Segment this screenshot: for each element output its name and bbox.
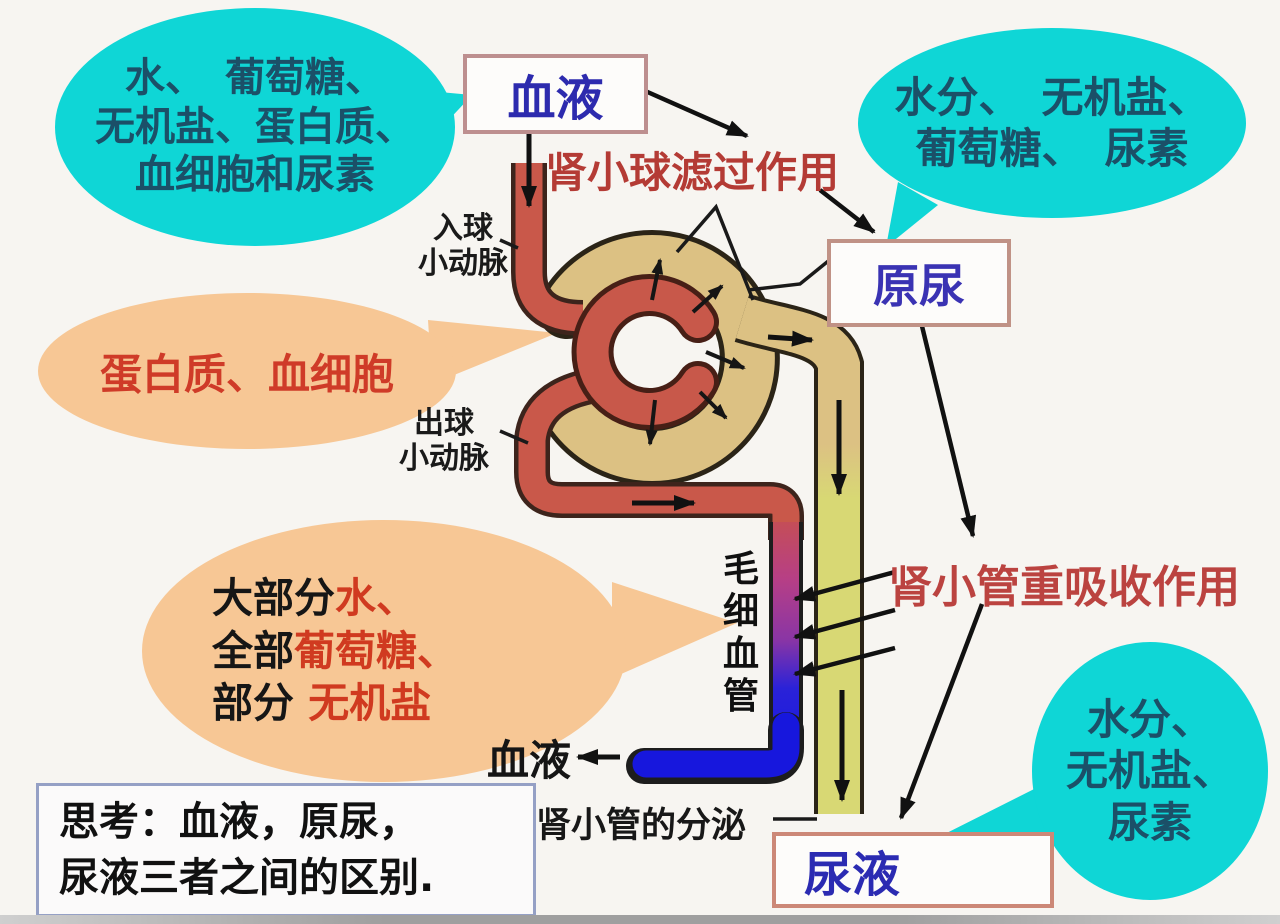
leader-filtration-to-glomerulus (675, 203, 755, 301)
bubble-primary-urine-components: 水分、 无机盐、 葡萄糖、 尿素 (858, 28, 1246, 218)
afferent-arteriole (515, 163, 584, 332)
think-box: 思考：血液，原尿， 尿液三者之间的区别. (36, 783, 536, 917)
arrow-primary-urine-to-reabsorption (918, 321, 977, 538)
efferent-label-line1: 出球 (414, 406, 474, 441)
afferent-label-line1: 入球 (433, 211, 493, 246)
bubble-text-line: 水、 葡萄糖、 (125, 54, 385, 101)
reabsorbed-line: 全部葡萄糖、 (212, 625, 458, 677)
arrow-reabsorption-to-urine (898, 603, 985, 820)
bubble-urine-components: 水分、 无机盐、 尿素 (1032, 642, 1268, 900)
reabsorbed-line: 大部分水、 (212, 572, 417, 624)
protein-bloodcells-text: 蛋白质、血细胞 (99, 349, 394, 399)
bubble-text-line: 水分、 无机盐、 (894, 72, 1210, 122)
bowman-capsule (542, 235, 775, 481)
capillary-char: 血 (722, 633, 759, 675)
flow-arrow-tubule-top (767, 330, 814, 347)
filtration-arrow (691, 284, 724, 314)
reabsorbed-substance: 无机盐 (308, 679, 432, 728)
arrow-filtration-to-primary-urine (818, 188, 876, 234)
leader-afferent-label (499, 238, 519, 250)
reabsorbed-qty: 部分 (212, 679, 309, 728)
filtration-arrow (705, 350, 746, 370)
reabsorption-arrow (793, 607, 896, 640)
glomerular-filtration-label: 肾小球滤过作用 (545, 148, 840, 197)
tail-reabsorbed-bubble (612, 582, 737, 678)
reabsorption-arrow (793, 645, 896, 677)
think-box-line1: 思考：血液，原尿， (59, 799, 419, 845)
glomerulus (576, 279, 714, 425)
bubble-text-line: 葡萄糖、 尿素 (915, 124, 1189, 173)
bubble-text-line: 无机盐、 (1065, 746, 1234, 796)
reabsorbed-qty: 大部分 (212, 574, 335, 623)
efferent-arteriole (518, 371, 800, 540)
bubble-reabsorbed-substances: 大部分水、 全部葡萄糖、 部分 无机盐 (142, 520, 626, 782)
tail-protein-bubble (428, 320, 557, 384)
reabsorbed-substance: 水、 (335, 574, 417, 623)
primary-urine-box: 原尿 (827, 239, 1011, 327)
reabsorbed-line: 部分 无机盐 (212, 677, 431, 729)
efferent-label-line2: 小动脉 (399, 440, 489, 476)
leader-tubule-to-primary-urine (747, 256, 834, 292)
bubble-blood-components: 水、 葡萄糖、 无机盐、蛋白质、 血细胞和尿素 (55, 8, 455, 246)
bubble-text-line: 血细胞和尿素 (135, 152, 375, 199)
tubule-reabsorption-label: 肾小管重吸收作用 (888, 562, 1240, 613)
bottom-edge-strip (0, 915, 1280, 924)
bubble-text-line: 无机盐、蛋白质、 (95, 103, 415, 150)
capillary-char: 管 (722, 676, 759, 718)
reabsorbed-qty: 全部 (212, 626, 294, 675)
filtration-arrow (698, 390, 728, 420)
capillary-char: 细 (722, 591, 759, 633)
think-box-line2: 尿液三者之间的区别. (59, 855, 435, 901)
afferent-arteriole-label: 入球 小动脉 (413, 211, 513, 281)
filtration-arrow (645, 399, 658, 446)
afferent-label-line2: 小动脉 (418, 245, 508, 281)
urine-box: 尿液 (772, 832, 1054, 908)
blood-return-label: 血液 (487, 736, 572, 785)
filtration-arrow (650, 258, 664, 301)
efferent-arteriole-label: 出球 小动脉 (388, 406, 500, 476)
tail-top-right-bubble (886, 182, 938, 247)
leader-efferent-label (499, 429, 529, 445)
reabsorption-arrow (793, 569, 896, 602)
capillary-label: 毛 细 血 管 (720, 549, 762, 719)
tubule-secretion-label: 肾小管的分泌 (536, 806, 747, 846)
blood-box: 血液 (463, 54, 648, 134)
arrow-blood-to-filtration (642, 87, 749, 139)
bubble-not-filtered: 蛋白质、血细胞 (38, 293, 456, 449)
bubble-text-line: 水分、 (1086, 695, 1213, 745)
reabsorbed-substance: 葡萄糖、 (294, 626, 458, 675)
venule-blue (632, 712, 800, 778)
bubble-text-line: 尿素 (1107, 797, 1192, 847)
capillary-char: 毛 (722, 549, 759, 590)
